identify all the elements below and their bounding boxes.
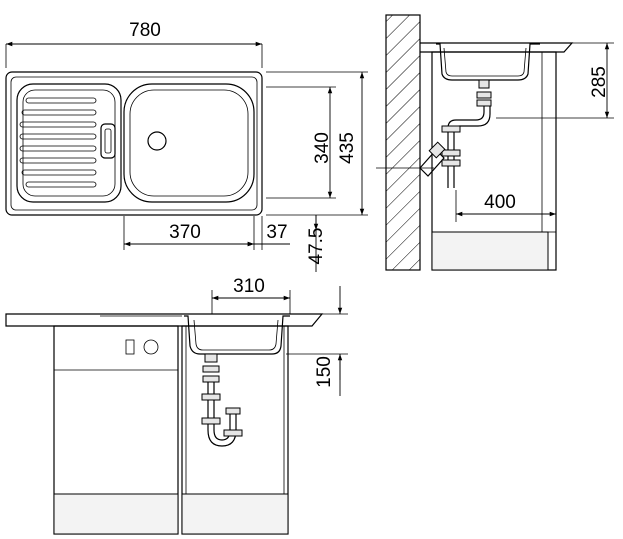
front-view: 310 150 — [5, 276, 348, 535]
plinth — [431, 231, 549, 271]
dishwasher-switch — [125, 339, 135, 355]
wall-section — [385, 14, 421, 271]
main-bowl — [123, 83, 255, 203]
dim-inner-height-label: 340 — [312, 132, 333, 164]
dim-outer-height-label: 435 — [337, 132, 358, 164]
dim-depth-label: 285 — [589, 66, 610, 98]
overflow-slot — [100, 123, 116, 159]
side-trap — [419, 79, 492, 188]
dishwasher-knob — [143, 339, 159, 355]
drainer — [16, 83, 122, 203]
front-bowl — [184, 315, 290, 355]
dim-cabinet-depth-label: 400 — [484, 192, 516, 213]
dim-drain-offset-label: 47.5 — [306, 228, 327, 265]
drain-hole — [147, 131, 167, 151]
dim-width-label: 780 — [129, 20, 161, 41]
dim-side-width-label: 310 — [233, 276, 265, 297]
dim-bowl-width-label: 370 — [169, 222, 201, 243]
countertop — [420, 42, 574, 53]
front-countertop — [5, 313, 324, 327]
dim-bowl-depth-label: 150 — [314, 356, 335, 388]
front-trap — [201, 353, 243, 447]
drainer-grooves — [19, 97, 97, 188]
top-view: 780 340 435 370 37 47.5 — [5, 20, 368, 272]
side-view: 285 400 — [376, 14, 614, 271]
bowl-profile — [436, 43, 540, 81]
dim-edge-offset-label: 37 — [266, 222, 287, 243]
